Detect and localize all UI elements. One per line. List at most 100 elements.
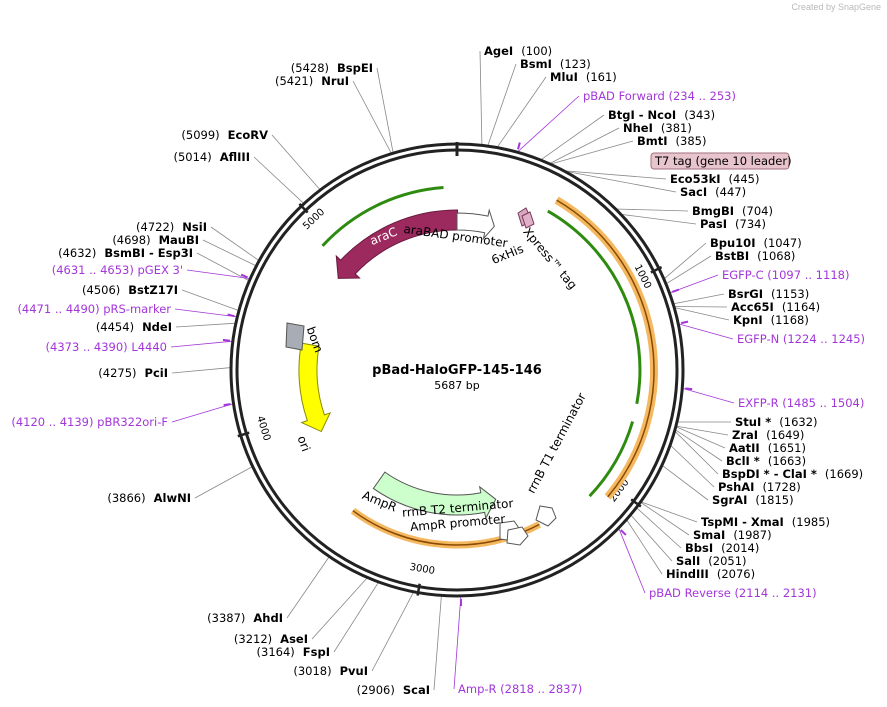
leader-line — [564, 170, 677, 193]
primer-mark — [222, 338, 230, 342]
enzyme-label: MluI(161) — [550, 70, 617, 84]
enzyme-label: (5014)AflIII — [173, 150, 250, 164]
enzyme-label: Eco53kI(445) — [670, 172, 759, 186]
leader-line — [673, 293, 725, 305]
primer-label: pBAD Reverse (2114 .. 2131) — [649, 586, 817, 600]
enzyme-label: SalI(2051) — [676, 554, 747, 568]
leader-line — [271, 134, 321, 191]
enzyme-label: StuI *(1632) — [735, 415, 818, 429]
leader-line — [682, 387, 735, 404]
enzyme-label: (5099)EcoRV — [181, 128, 268, 142]
feature-araBAD-promoter-arrow — [456, 208, 495, 241]
leader-line — [181, 289, 240, 311]
leader-line — [286, 556, 330, 619]
enzyme-label: AgeI(100) — [484, 44, 552, 58]
leader-line — [674, 430, 719, 475]
leader-line — [640, 501, 698, 523]
leader-line — [371, 591, 415, 672]
enzyme-label: BmtI(385) — [637, 134, 706, 148]
leader-line — [550, 140, 634, 165]
leader-line — [487, 63, 517, 147]
feature-araC-arrow — [335, 209, 459, 279]
leader-line — [202, 239, 257, 267]
leader-line — [171, 403, 234, 423]
leader-line — [174, 308, 238, 318]
primer-label: EGFP-C (1097 .. 1118) — [722, 268, 849, 282]
feature-ori-arrow — [298, 342, 332, 433]
enzyme-label: BstBI(1068) — [715, 249, 795, 263]
tick-mark — [630, 498, 642, 508]
enzyme-label: SacI(447) — [680, 185, 746, 199]
primer-mark — [223, 403, 231, 407]
primer-label: (4373 .. 4390) L4440 — [46, 340, 167, 354]
enzyme-label: BbsI(2014) — [685, 541, 759, 555]
feature-bom-box — [285, 322, 305, 351]
t7-tag-label: T7 tag (gene 10 leader) — [654, 154, 792, 168]
leader-line — [626, 519, 663, 575]
enzyme-label: PasI(734) — [700, 217, 766, 231]
leader-line — [620, 213, 697, 225]
leader-line — [433, 595, 442, 691]
label-leader-lines — [170, 50, 735, 691]
plasmid-name: pBad-HaloGFP-145-146 — [372, 363, 542, 378]
enzyme-label: BspDI * - ClaI *(1669) — [722, 467, 863, 481]
feature-green-arc-right — [547, 209, 642, 405]
enzyme-label: Acc65I(1164) — [731, 300, 820, 314]
tick-mark — [416, 583, 421, 596]
leader-line — [453, 595, 462, 690]
leader-line — [210, 226, 260, 262]
primer-label: EGFP-N (1224 .. 1245) — [737, 332, 865, 346]
leader-line — [170, 340, 233, 348]
leader-line — [675, 425, 729, 436]
leader-line — [636, 507, 682, 549]
feature-green-arc-right-b — [588, 421, 635, 498]
enzyme-label: KpnI(1168) — [733, 313, 809, 327]
snapgene-watermark: Created by SnapGene — [791, 2, 881, 12]
leader-line — [175, 322, 236, 328]
enzyme-label: ZraI(1649) — [732, 428, 804, 442]
label-ori: ori — [295, 434, 313, 453]
leader-line — [171, 367, 232, 374]
primer-label: pBAD Forward (234 .. 253) — [583, 89, 736, 103]
enzyme-label: (3164)FspI — [257, 645, 330, 659]
leader-line — [186, 269, 251, 280]
leader-line — [630, 514, 673, 562]
leader-line — [663, 242, 707, 280]
leader-line — [669, 444, 715, 488]
enzyme-label: TspMI - XmaI(1985) — [701, 515, 830, 529]
leader-line — [661, 464, 709, 501]
enzyme-label: HindIII(2076) — [666, 567, 755, 581]
tick-label: 3000 — [409, 562, 436, 577]
tick-label: 4000 — [254, 415, 272, 443]
leader-line — [194, 466, 253, 499]
enzyme-label: BclI *(1663) — [726, 454, 806, 468]
feature-xpress-box — [521, 211, 535, 229]
enzyme-label: (4454)NdeI — [96, 320, 172, 334]
leader-line — [352, 80, 392, 154]
leader-line — [253, 156, 305, 204]
primer-label: EXFP-R (1485 .. 1504) — [738, 396, 864, 410]
enzyme-label: (3866)AlwNI — [107, 491, 191, 505]
enzyme-label: SgrAI(1815) — [712, 493, 794, 507]
enzyme-label: BmgBI(704) — [692, 204, 773, 218]
leader-line — [549, 127, 620, 165]
enzyme-label: (4722)NsiI — [136, 220, 207, 234]
feature-green-arc-top — [321, 186, 444, 247]
feature-rrnB-T1-arrow — [535, 505, 557, 527]
leader-line — [615, 208, 689, 212]
leader-line — [618, 527, 646, 594]
primer-label: (4120 .. 4139) pBR322ori-F — [11, 415, 168, 429]
leader-line — [479, 50, 483, 146]
primer-mark — [620, 529, 627, 536]
enzyme-label: (2906)ScaI — [357, 683, 430, 697]
leader-line — [665, 255, 712, 285]
tick-mark — [298, 202, 309, 214]
primer-label: Amp-R (2818 .. 2837) — [458, 682, 582, 696]
enzyme-label: (3387)AhdI — [207, 611, 283, 625]
plasmid-size: 5687 bp — [434, 379, 479, 392]
enzyme-label: (3212)AseI — [234, 632, 308, 646]
leader-line — [311, 577, 368, 640]
enzyme-label: BtgI - NcoI(343) — [608, 108, 715, 122]
enzyme-label: BsrGI(1153) — [728, 287, 809, 301]
